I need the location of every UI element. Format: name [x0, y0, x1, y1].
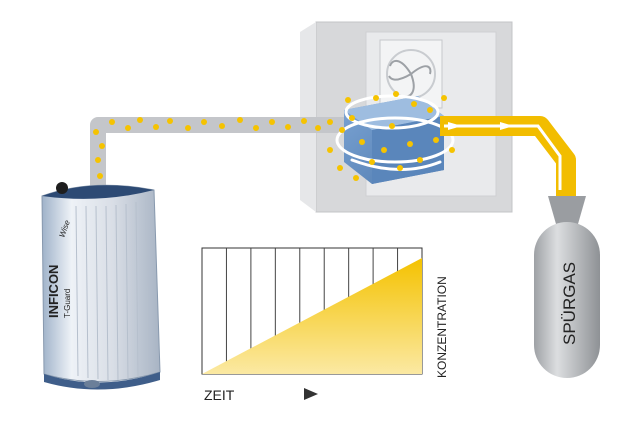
inficon-t-guard-device: INFICON T-Guard Wise [41, 182, 161, 390]
device-model-label: T-Guard [63, 289, 72, 318]
gas-supply-line [440, 116, 576, 196]
gas-particles [93, 91, 455, 181]
concentration-graph: ZEIT KONZENTRATION [201, 247, 449, 403]
device-brand-label: INFICON [46, 265, 61, 318]
x-axis-arrow-icon [304, 388, 318, 400]
concentration-area [202, 258, 422, 374]
sniffer-port-icon [56, 182, 68, 194]
tracer-gas-cylinder: SPÜRGAS [534, 196, 600, 378]
y-axis-label: KONZENTRATION [435, 276, 449, 378]
tank-label: SPÜRGAS [560, 262, 579, 345]
x-axis-label: ZEIT [204, 387, 235, 403]
